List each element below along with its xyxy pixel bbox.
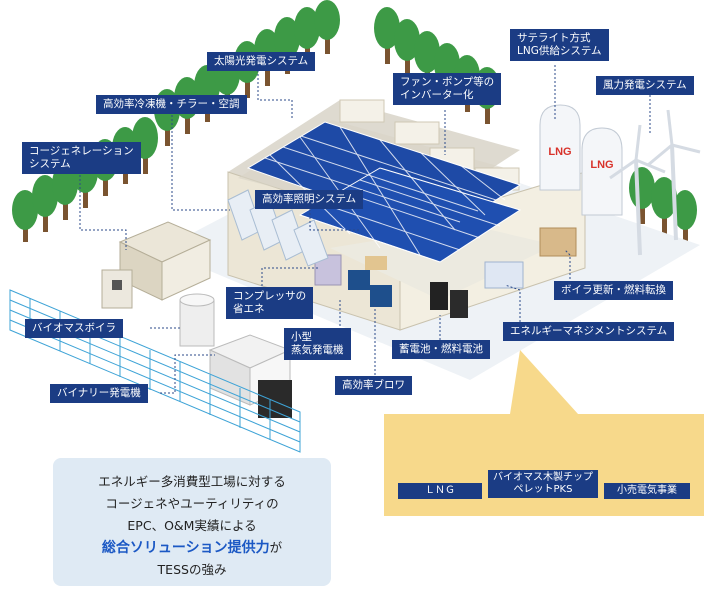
label-boiler: ボイラ更新・燃料転換 [554,281,673,300]
message-line-1: エネルギー多消費型工場に対する [53,472,331,491]
message-highlight-line: 総合ソリューション提供力が [53,538,331,558]
lng-tank-mark-left: LNG [548,146,571,158]
message-highlight-suffix: が [270,540,283,555]
label-binary-generator: バイナリー発電機 [50,384,148,403]
caption-biomass-chip: バイオマス木製チップ ペレットPKS [488,470,598,498]
label-blower: 高効率ブロワ [335,376,412,395]
label-fan-pump: ファン・ポンプ等の インバーター化 [393,73,501,105]
label-biomass-boiler: バイオマスボイラ [25,319,123,338]
caption-retail-electricity: 小売電気事業 [604,483,690,499]
message-line-5: TESSの強み [53,560,331,579]
label-satellite-lng: サテライト方式 LNG供給システム [510,29,609,61]
label-steam-generator: 小型 蒸気発電機 [284,328,351,360]
message-bubble: エネルギー多消費型工場に対する コージェネやユーティリティの EPC、O&M実績… [53,458,331,586]
label-ems: エネルギーマネジメントシステム [503,322,674,341]
message-line-2: コージェネやユーティリティの [53,494,331,513]
supply-panel [384,414,704,516]
label-solar: 太陽光発電システム [207,52,315,71]
label-battery: 蓄電池・燃料電池 [392,340,490,359]
caption-lng: ＬＮＧ [398,483,482,499]
panel-pointer [510,350,578,414]
message-line-3: EPC、O&M実績による [53,516,331,535]
label-wind: 風力発電システム [596,76,694,95]
label-lighting: 高効率照明システム [255,190,363,209]
label-cogeneration: コージェネレーション システム [22,142,141,174]
message-highlight: 総合ソリューション提供力 [102,540,270,556]
label-compressor: コンプレッサの 省エネ [226,287,313,319]
lng-tank-mark-right: LNG [590,159,613,171]
label-chiller: 高効率冷凍機・チラー・空調 [96,95,247,114]
